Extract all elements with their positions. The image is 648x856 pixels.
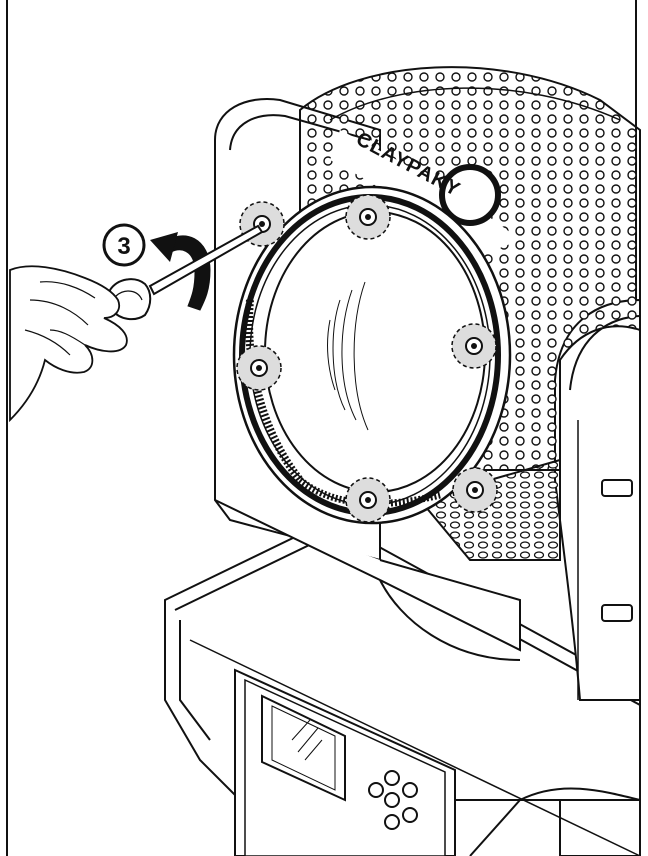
screwdriver-icon bbox=[108, 224, 264, 321]
screw-bottom-center bbox=[345, 477, 391, 523]
screw-right bbox=[451, 323, 497, 369]
button-icon bbox=[402, 807, 418, 823]
button-icon bbox=[384, 792, 400, 808]
fixture-base bbox=[164, 518, 641, 856]
lens-housing bbox=[232, 185, 512, 525]
button-icon bbox=[368, 782, 384, 798]
hand-icon bbox=[9, 265, 128, 423]
button-icon bbox=[384, 770, 400, 786]
step-callout: 3 bbox=[102, 223, 146, 267]
frame-border-left bbox=[6, 0, 8, 856]
front-lens bbox=[264, 211, 486, 493]
screw-top-center bbox=[345, 194, 391, 240]
button-icon bbox=[402, 782, 418, 798]
screw-left bbox=[236, 345, 282, 391]
button-icon bbox=[384, 814, 400, 830]
rotate-arrow-icon bbox=[150, 232, 211, 311]
step-number: 3 bbox=[117, 233, 130, 260]
control-panel bbox=[234, 668, 456, 856]
screw-bottom-right bbox=[452, 467, 498, 513]
yoke-arm bbox=[554, 298, 641, 701]
